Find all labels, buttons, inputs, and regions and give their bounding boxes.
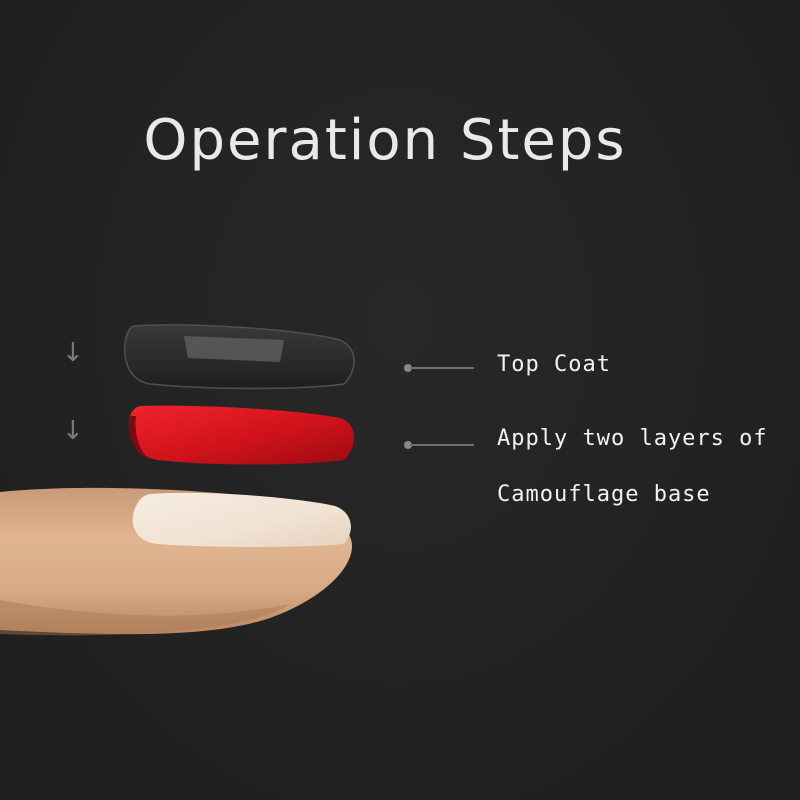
leader-line xyxy=(410,367,474,369)
natural-nail xyxy=(132,492,351,547)
nail-layers-illustration xyxy=(0,324,355,636)
leader-dot xyxy=(404,364,412,372)
leader-line-top-coat xyxy=(404,362,474,374)
finger-shadow xyxy=(0,600,290,636)
step-label-top-coat: Top Coat xyxy=(497,352,611,377)
leader-dot xyxy=(404,441,412,449)
down-arrow-icon: ↓ xyxy=(62,338,84,368)
red-layer xyxy=(128,405,355,465)
page-title: Operation Steps xyxy=(143,108,627,173)
step-label-camouflage-base-line2: Camouflage base xyxy=(497,482,711,507)
leader-line xyxy=(410,444,474,446)
top-coat-highlight xyxy=(184,336,284,362)
step-label-camouflage-base-line1: Apply two layers of xyxy=(497,426,768,451)
down-arrow-icon: ↓ xyxy=(62,416,84,446)
leader-line-camouflage-base xyxy=(404,439,474,451)
red-layer-edge xyxy=(128,416,150,460)
